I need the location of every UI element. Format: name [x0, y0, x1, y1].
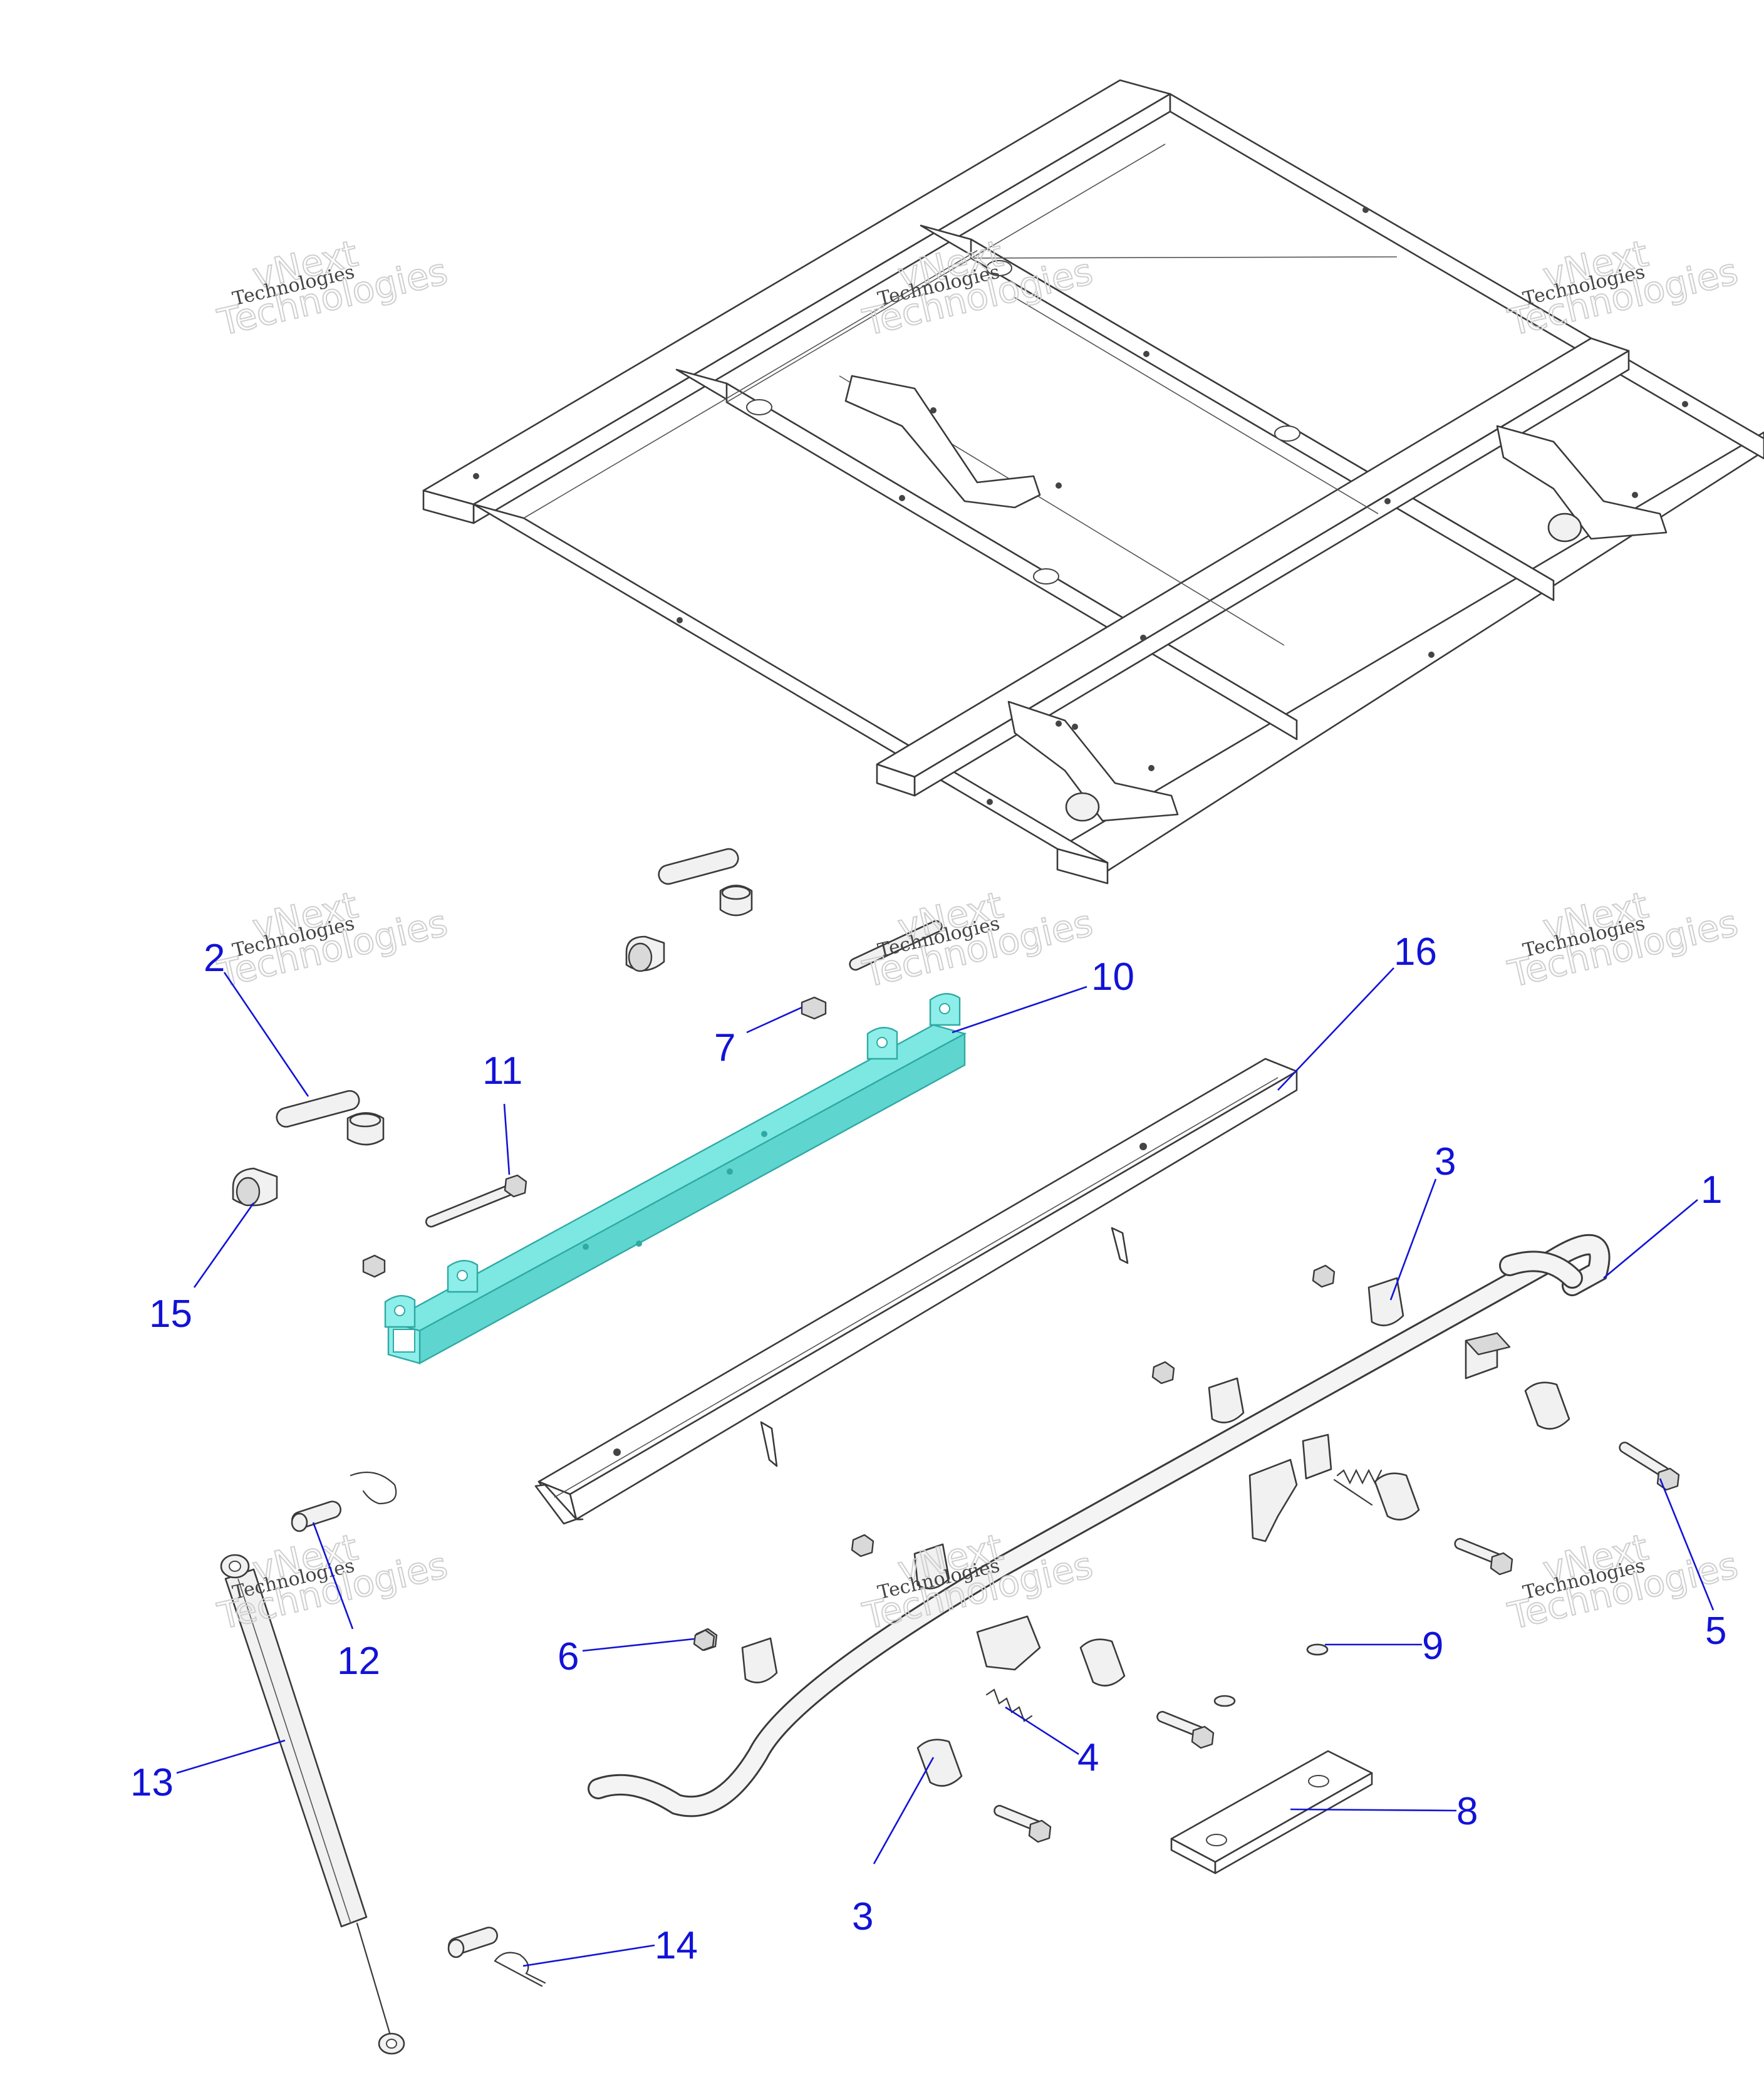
callout-11[interactable]: 11: [482, 1049, 522, 1175]
svg-text:6: 6: [558, 1635, 579, 1678]
svg-text:14: 14: [655, 1924, 698, 1967]
svg-text:5: 5: [1705, 1609, 1726, 1653]
svg-text:8: 8: [1456, 1790, 1478, 1833]
svg-text:16: 16: [1394, 930, 1437, 974]
channel-16: [534, 1058, 1298, 1525]
pin-group-left: [232, 1089, 527, 1278]
callout-15[interactable]: 15: [149, 1202, 255, 1336]
svg-text:3: 3: [852, 1895, 873, 1938]
callout-5[interactable]: 5: [1659, 1478, 1726, 1653]
callout-10[interactable]: 10: [952, 955, 1134, 1034]
callout-8[interactable]: 8: [1290, 1790, 1478, 1833]
callout-3-upper[interactable]: 3: [1389, 1140, 1456, 1301]
bracket-bar-10: [384, 993, 967, 1365]
callout-12[interactable]: 12: [312, 1522, 380, 1683]
callout-3-lower[interactable]: 3: [852, 1757, 935, 1938]
callout-7[interactable]: 7: [714, 1006, 802, 1069]
plate-8: [1170, 1750, 1373, 1874]
callout-1[interactable]: 1: [1603, 1168, 1722, 1279]
small-hardware: [693, 1629, 1329, 1656]
svg-text:3: 3: [1435, 1140, 1456, 1183]
pins-12-14: [291, 1471, 546, 1987]
svg-text:9: 9: [1422, 1625, 1443, 1668]
svg-text:10: 10: [1091, 955, 1134, 999]
svg-text:1: 1: [1701, 1168, 1722, 1212]
svg-text:13: 13: [130, 1761, 174, 1804]
callout-16[interactable]: 16: [1277, 930, 1437, 1091]
callout-4[interactable]: 4: [1005, 1706, 1099, 1779]
callout-6[interactable]: 6: [558, 1635, 695, 1678]
svg-text:7: 7: [714, 1026, 735, 1069]
callout-13[interactable]: 13: [130, 1739, 286, 1804]
latch-rod-1: [588, 1234, 1611, 1817]
callouts: 1 2 3 3 4 5 6 7: [130, 930, 1726, 1967]
svg-text:15: 15: [149, 1292, 192, 1336]
callout-14[interactable]: 14: [522, 1924, 698, 1967]
callout-9[interactable]: 9: [1325, 1625, 1443, 1668]
pin-group-top: [625, 848, 943, 1020]
svg-text:2: 2: [204, 937, 225, 980]
gas-strut-13: [220, 1554, 405, 2055]
svg-text:4: 4: [1077, 1736, 1099, 1779]
svg-text:11: 11: [482, 1049, 522, 1093]
svg-text:12: 12: [337, 1640, 380, 1683]
callout-2[interactable]: 2: [204, 937, 309, 1097]
frame-assembly: [422, 79, 1764, 885]
